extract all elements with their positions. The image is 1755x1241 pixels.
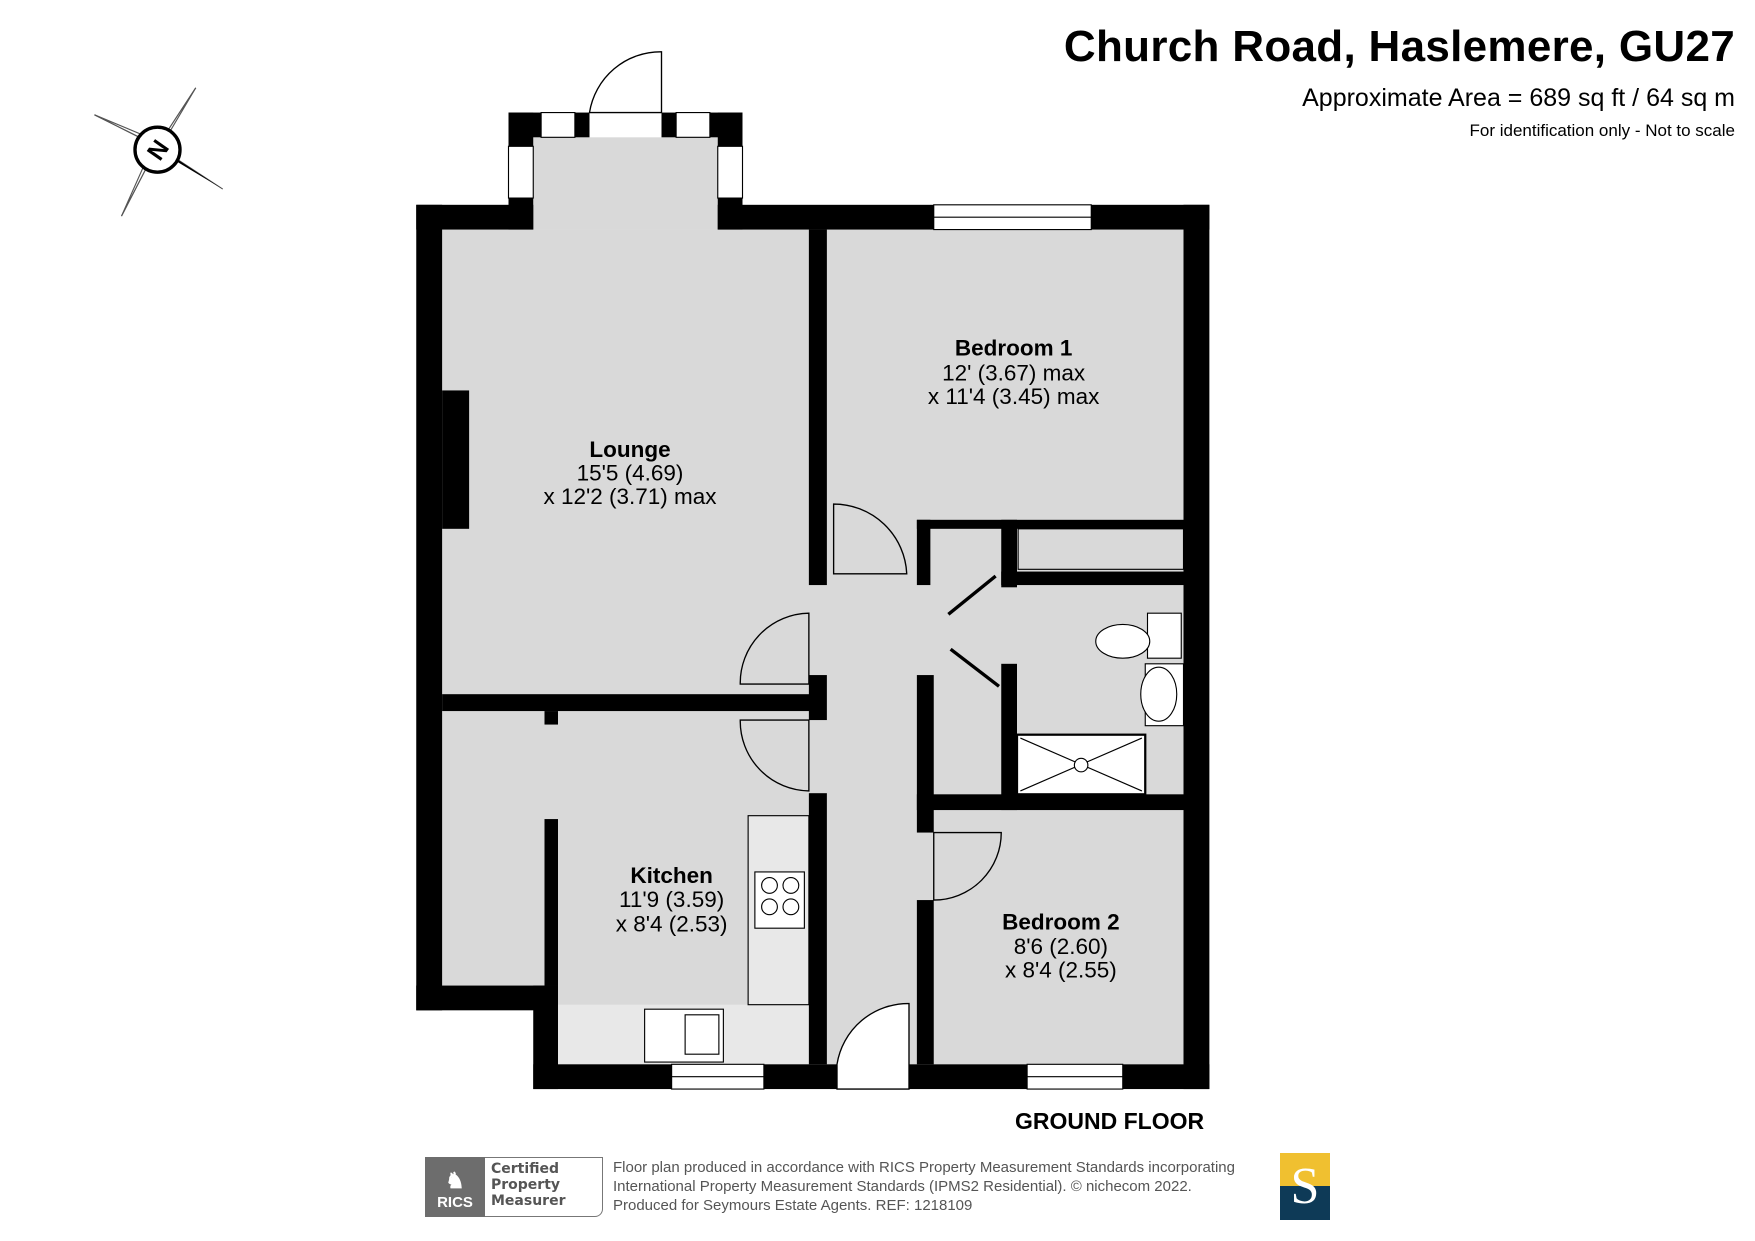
room-dimension: 15'5 (4.69) — [577, 460, 684, 485]
compass-icon: N — [94, 87, 224, 217]
kitchen-fixtures — [644, 815, 810, 1063]
rics-badge: ♞ RICS — [425, 1157, 485, 1217]
room-dimension: 8'6 (2.60) — [1014, 934, 1108, 959]
room-dimension: x 8'4 (2.55) — [1005, 958, 1117, 983]
room-name: Bedroom 1 — [955, 336, 1073, 361]
disclaimer-line: Produced for Seymours Estate Agents. REF… — [613, 1197, 973, 1214]
room-name: Kitchen — [630, 863, 713, 888]
rics-logo: ♞ RICS Certified Property Measurer — [425, 1157, 603, 1217]
room-dimension: 11'9 (3.59) — [619, 887, 724, 912]
cert-line: Certified — [491, 1161, 560, 1177]
toilet-icon — [1095, 623, 1151, 659]
room-name: Bedroom 2 — [1002, 909, 1120, 934]
room-dimension: x 11'4 (3.45) max — [928, 384, 1100, 409]
room-dimension: 12' (3.67) max — [942, 360, 1086, 385]
room-bedroom-2: Bedroom 2 8'6 (2.60) x 8'4 (2.55) — [1002, 909, 1120, 982]
room-bedroom-1: Bedroom 1 12' (3.67) max x 11'4 (3.45) m… — [928, 336, 1100, 409]
seymours-logo: S — [1280, 1153, 1330, 1220]
disclaimer-line: Floor plan produced in accordance with R… — [613, 1159, 1235, 1176]
windows — [507, 111, 1124, 1090]
disclaimer: Floor plan produced in accordance with R… — [613, 1158, 1235, 1215]
identification-note: For identification only - Not to scale — [1469, 121, 1735, 140]
room-dimension: x 8'4 (2.53) — [616, 912, 728, 937]
approximate-area: Approximate Area = 689 sq ft / 64 sq m — [1302, 84, 1735, 112]
room-kitchen: Kitchen 11'9 (3.59) x 8'4 (2.53) — [616, 863, 728, 936]
cert-line: Property — [491, 1177, 561, 1193]
lion-icon: ♞ — [445, 1168, 465, 1193]
floor-label: GROUND FLOOR — [1015, 1108, 1205, 1134]
room-dimension: x 12'2 (3.71) max — [543, 484, 717, 509]
bathroom-fixtures — [1015, 522, 1185, 796]
logo-letter: S — [1290, 1158, 1320, 1215]
basin-icon — [1140, 666, 1178, 722]
doors — [588, 51, 1002, 1090]
rics-text: RICS — [437, 1194, 473, 1211]
room-name: Lounge — [589, 437, 670, 462]
disclaimer-line: International Property Measurement Stand… — [613, 1178, 1192, 1195]
property-title: Church Road, Haslemere, GU27 — [1063, 22, 1735, 71]
rics-certified-text: Certified Property Measurer — [485, 1157, 603, 1217]
room-lounge: Lounge 15'5 (4.69) x 12'2 (3.71) max — [543, 437, 717, 509]
cert-line: Measurer — [491, 1193, 566, 1209]
